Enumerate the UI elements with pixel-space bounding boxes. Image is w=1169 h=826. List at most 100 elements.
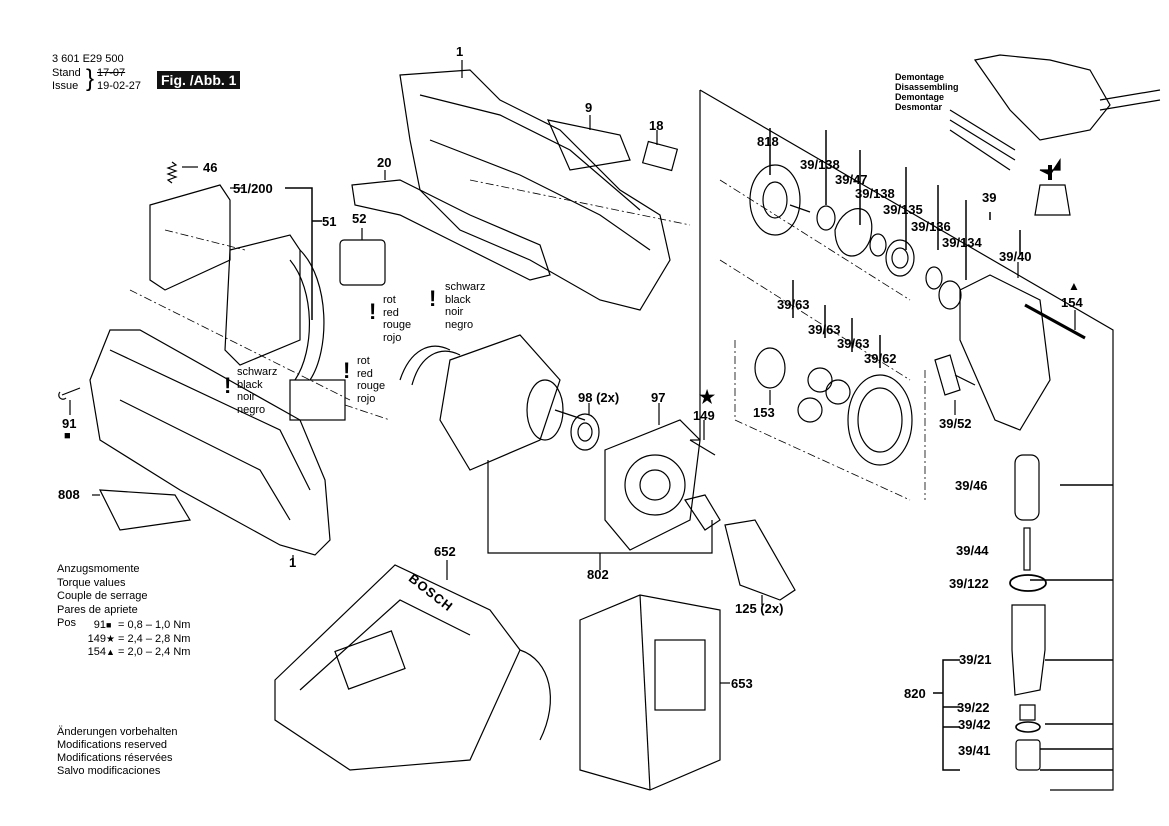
part-label-9[interactable]: 9 — [585, 100, 593, 115]
part-label-18[interactable]: 18 — [649, 118, 664, 133]
part-label-91[interactable]: 91 — [62, 416, 77, 431]
part-label-39-136[interactable]: 39/136 — [911, 219, 951, 234]
note-en: Disassembling — [895, 82, 959, 92]
part-label-39-40[interactable]: 39/40 — [999, 249, 1032, 264]
square-icon: ■ — [106, 620, 112, 630]
switch-board-51-200 — [149, 184, 231, 291]
part-label-39-134[interactable]: 39/134 — [942, 235, 982, 250]
wire-note-red-bottom: rot red rouge rojo — [357, 355, 385, 405]
note-fr: Demontage — [895, 92, 945, 102]
part-label-51-200[interactable]: 51/200 — [233, 181, 273, 196]
torque-row: 91 ■ = 0,8 – 1,0 Nm — [84, 619, 191, 633]
wire-note-black-top: schwarz black noir negro — [445, 281, 485, 331]
part-label-39-22[interactable]: 39/22 — [957, 700, 990, 715]
triangle-icon: ▲ — [106, 647, 115, 657]
part-label-39-47[interactable]: 39/47 — [835, 172, 868, 187]
part-label-149[interactable]: 149 — [693, 408, 715, 423]
leader-lines-39 — [769, 128, 1113, 771]
warning-icon-black-bottom: ! — [224, 373, 232, 398]
part-label-98[interactable]: 98 (2x) — [578, 390, 620, 405]
bearing-98 — [570, 413, 600, 451]
wire-note-line: schwarz — [445, 281, 486, 293]
assembly-51-bracket — [285, 187, 322, 320]
wire-note-line: rot — [357, 355, 370, 367]
part-label-46[interactable]: 46 — [203, 160, 218, 175]
part-label-39-122[interactable]: 39/122 — [949, 576, 989, 591]
modifications-de: Änderungen vorbehalten — [57, 726, 178, 738]
part-label-52[interactable]: 52 — [352, 211, 367, 226]
torque-title-de: Anzugsmomente — [57, 563, 140, 575]
part-label-39-41[interactable]: 39/41 — [958, 743, 991, 758]
stand-date-struck: 17-07 — [97, 67, 126, 79]
part-label-818[interactable]: 818 — [757, 134, 779, 149]
part-label-39-63c[interactable]: 39/63 — [837, 336, 870, 351]
stand-label: Stand — [52, 67, 81, 79]
part-label-808[interactable]: 808 — [58, 487, 80, 502]
part-label-39-21[interactable]: 39/21 — [959, 652, 992, 667]
drive-spindle — [684, 494, 721, 531]
torque-value: = 2,0 – 2,4 Nm — [118, 646, 191, 658]
part-label-39-135[interactable]: 39/135 — [883, 202, 923, 217]
part-label-153[interactable]: 153 — [753, 405, 775, 420]
bearing-818 — [749, 164, 811, 236]
torque-title-fr: Couple de serrage — [57, 590, 148, 602]
part-label-125[interactable]: 125 (2x) — [735, 601, 784, 616]
nameplate-808 — [98, 489, 191, 531]
torque-value: = 0,8 – 1,0 Nm — [118, 619, 191, 631]
pin-39-44 — [1023, 527, 1031, 571]
issue-label: Issue — [52, 80, 79, 92]
part-label-1-top[interactable]: 1 — [456, 44, 464, 59]
wire-note-line: negro — [445, 318, 474, 331]
star-marker: ★ — [699, 387, 716, 407]
part-label-652[interactable]: 652 — [434, 544, 456, 559]
bearing-98-inner — [577, 422, 593, 442]
wire-note-line: red — [357, 367, 373, 380]
wire-note-line: noir — [237, 391, 256, 403]
note-es: Desmontar — [895, 102, 943, 112]
part-label-39[interactable]: 39 — [982, 190, 997, 205]
part-label-39-62[interactable]: 39/62 — [864, 351, 897, 366]
wire-note-line: rojo — [357, 392, 376, 405]
part-label-154[interactable]: 154 — [1061, 295, 1083, 310]
screw-154 — [1024, 303, 1086, 340]
wire-note-line: noir — [445, 306, 464, 318]
part-label-51[interactable]: 51 — [322, 214, 337, 229]
torque-row: 154 ▲ = 2,0 – 2,4 Nm — [84, 646, 191, 660]
part-label-39-63a[interactable]: 39/63 — [777, 297, 810, 312]
gear-housing-39-40 — [959, 274, 1051, 431]
part-label-39-138b[interactable]: 39/138 — [855, 186, 895, 201]
bearing-flange-97 — [604, 419, 701, 551]
assembly-39-bracket — [690, 89, 1114, 791]
part-label-653[interactable]: 653 — [731, 676, 753, 691]
note-de: Demontage — [895, 72, 945, 82]
modifications-en: Modifications reserved — [57, 739, 168, 751]
shaft-39-46 — [1014, 454, 1040, 521]
part-label-802[interactable]: 802 — [587, 567, 609, 582]
warning-icon-black-top: ! — [429, 286, 437, 311]
part-label-39-63b[interactable]: 39/63 — [808, 322, 841, 337]
modifications-fr: Modifications réservées — [57, 752, 173, 764]
part-label-97[interactable]: 97 — [651, 390, 666, 405]
torque-pos-label: Pos — [57, 617, 76, 629]
part-label-820[interactable]: 820 — [904, 686, 926, 701]
wire-note-line: black — [237, 378, 263, 391]
connector — [289, 379, 346, 421]
modifications-es: Salvo modificaciones — [57, 765, 161, 777]
part-label-39-52[interactable]: 39/52 — [939, 416, 972, 431]
part-label-39-138a[interactable]: 39/138 — [800, 157, 840, 172]
figure-label: Fig. /Abb. 1 — [157, 71, 241, 89]
wire-note-line: rojo — [383, 331, 402, 344]
brace: } — [86, 65, 95, 92]
part-number: 3 601 E29 500 — [52, 53, 124, 65]
part-label-39-42[interactable]: 39/42 — [958, 717, 991, 732]
insert-39-22 — [1019, 704, 1036, 721]
part-label-1-bottom[interactable]: 1 — [289, 555, 297, 570]
disassembly-note: Demontage Disassembling Demontage Desmon… — [895, 72, 959, 112]
part-label-39-46[interactable]: 39/46 — [955, 478, 988, 493]
assembly-802-bracket — [487, 460, 713, 570]
washer-39-136 — [925, 266, 943, 290]
planet-gears-39-63 — [797, 367, 851, 423]
torque-row: 149 ★ = 2,4 – 2,8 Nm — [84, 633, 191, 647]
part-label-20[interactable]: 20 — [377, 155, 392, 170]
part-label-39-44[interactable]: 39/44 — [956, 543, 989, 558]
